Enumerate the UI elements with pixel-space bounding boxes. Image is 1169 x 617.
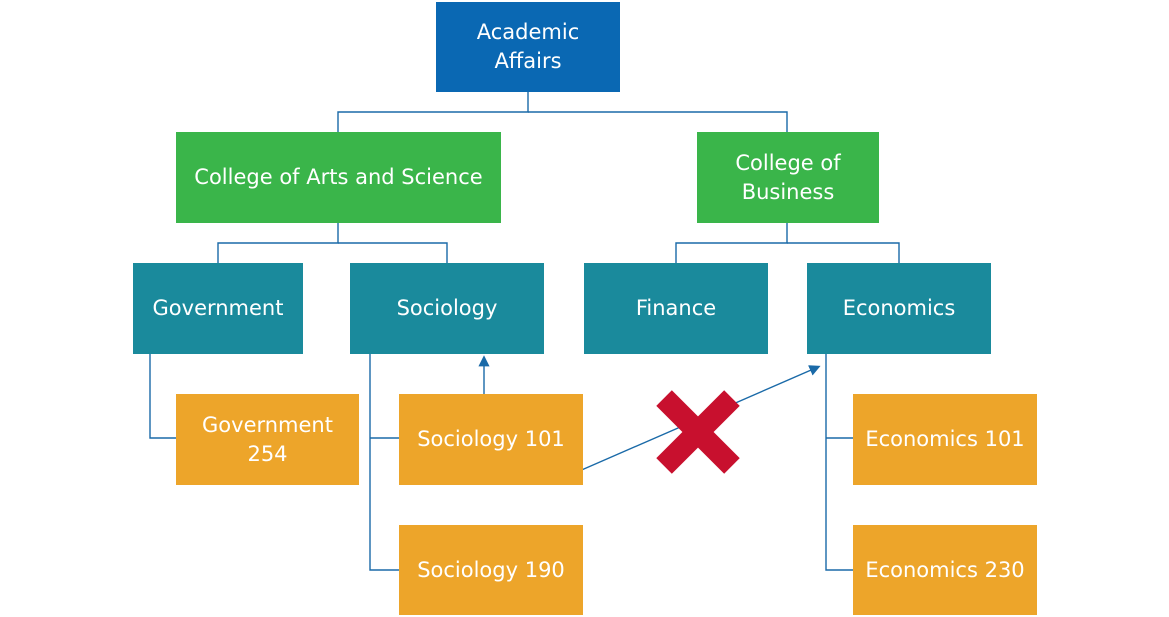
node-college-arts-science: College of Arts and Science [176,132,501,223]
node-economics-101: Economics 101 [853,394,1037,485]
node-sociology-101: Sociology 101 [399,394,583,485]
node-sociology: Sociology [350,263,544,354]
connector-arts-sociology [338,242,448,263]
node-government: Government [133,263,303,354]
node-college-business: College of Business [697,132,879,223]
node-academic-affairs: Academic Affairs [436,2,620,92]
connector-business-economics [787,242,900,263]
connector-sociology-courses [369,354,399,571]
red-x-icon [656,390,740,474]
node-government-254: Government 254 [176,394,359,485]
connector-business-finance [675,223,788,263]
connector-affairs-business [528,111,788,132]
node-sociology-190: Sociology 190 [399,525,583,615]
connector-economics-courses [825,354,853,571]
node-economics: Economics [807,263,991,354]
connector-affairs-arts [337,92,529,132]
node-economics-230: Economics 230 [853,525,1037,615]
connector-arts-government [217,223,339,263]
connector-government-254 [149,354,176,439]
node-finance: Finance [584,263,768,354]
